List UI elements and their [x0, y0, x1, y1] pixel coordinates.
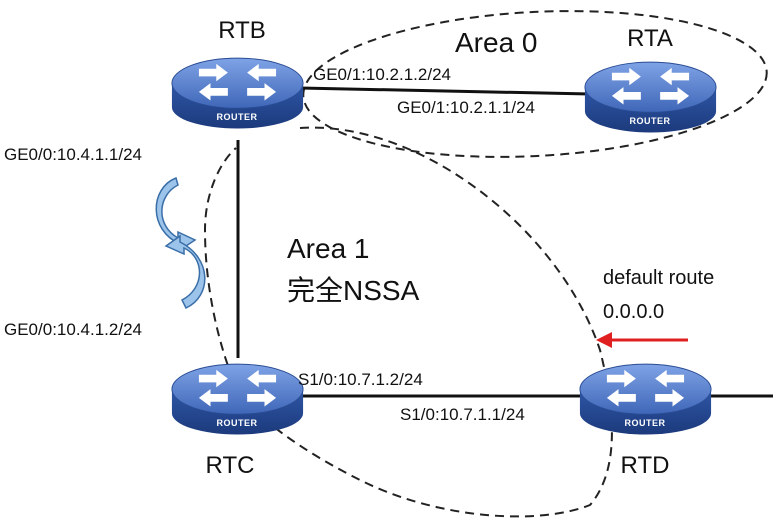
iface-rtc-s10: S1/0:10.7.1.2/24: [298, 370, 423, 389]
node-name-rta: RTA: [627, 25, 673, 52]
area1-boundary: [203, 126, 613, 518]
iface-rtb-ge00: GE0/0:10.4.1.1/24: [4, 145, 142, 164]
node-name-rtd: RTD: [621, 452, 670, 479]
iface-rta-ge01: GE0/1:10.2.1.1/24: [397, 98, 535, 117]
area0-boundary: [302, 10, 768, 158]
iface-rtc-ge00: GE0/0:10.4.1.2/24: [4, 320, 142, 339]
area1-title: Area 1: [287, 233, 370, 264]
left-arrow-icon: [596, 332, 688, 348]
router-tag: ROUTER: [217, 112, 258, 122]
router-tag: ROUTER: [625, 418, 666, 428]
router-rtd[interactable]: ROUTER RTD: [579, 363, 712, 479]
router-tag: ROUTER: [630, 116, 671, 126]
iface-rtb-ge01: GE0/1:10.2.1.2/24: [313, 65, 451, 84]
area1-subtitle: 完全NSSA: [287, 275, 420, 306]
circular-arrows-icon: [155, 177, 206, 309]
default-route-prefix: 0.0.0.0: [603, 301, 664, 323]
link-rtb-rta: [299, 86, 591, 96]
router-rtc[interactable]: ROUTER RTC: [171, 363, 304, 479]
router-tag: ROUTER: [217, 418, 258, 428]
router-rta[interactable]: ROUTER RTA: [584, 25, 717, 133]
iface-rtd-s10: S1/0:10.7.1.1/24: [400, 405, 525, 424]
router-rtb[interactable]: ROUTER RTB: [171, 17, 304, 129]
node-name-rtc: RTC: [206, 452, 255, 479]
node-name-rtb: RTB: [218, 17, 266, 44]
area0-title: Area 0: [455, 27, 538, 58]
default-route-label: default route: [603, 267, 714, 289]
